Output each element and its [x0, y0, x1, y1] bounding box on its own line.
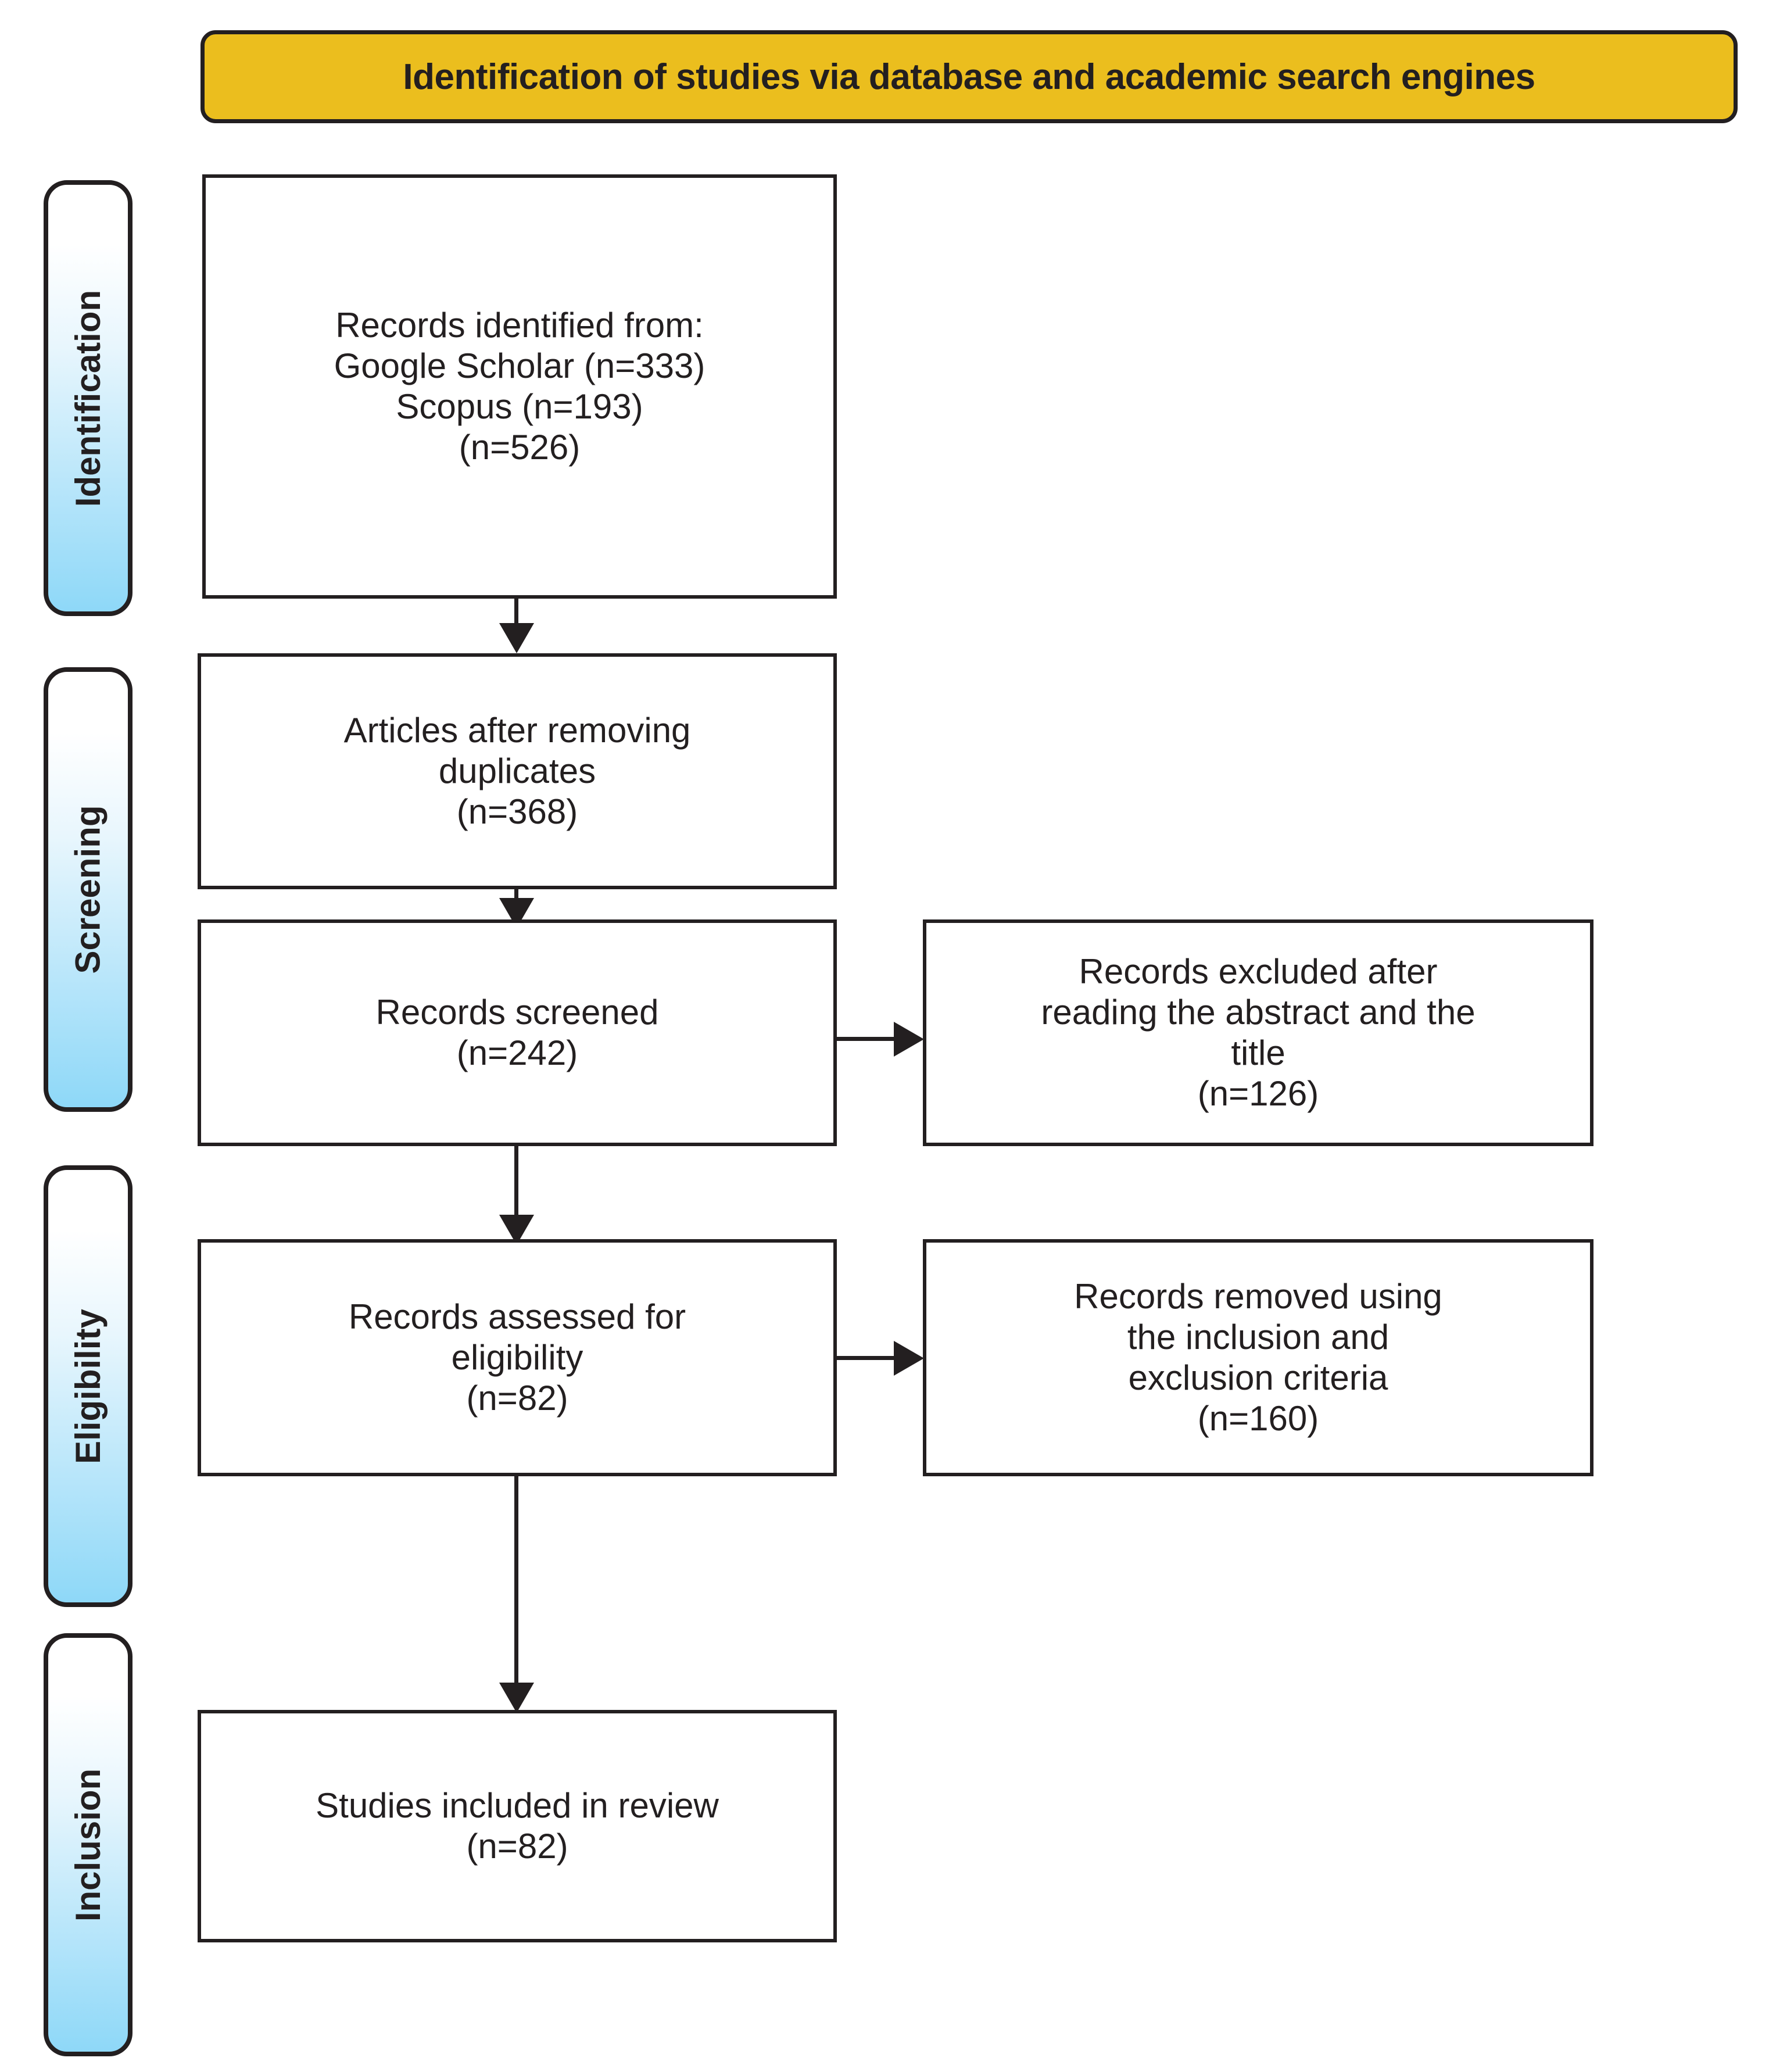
stage-label-identification: Identification	[69, 289, 108, 507]
stage-tab-inclusion: Inclusion	[44, 1633, 133, 2056]
connector-screened-to-excluded-arrow	[894, 1022, 924, 1057]
box-studies-included: Studies included in review (n=82)	[198, 1710, 837, 1942]
stage-tab-screening: Screening	[44, 667, 133, 1112]
box-records-identified-text: Records identified from: Google Scholar …	[334, 305, 706, 467]
banner-title: Identification of studies via database a…	[403, 56, 1535, 97]
connector-screened-to-excluded-line	[837, 1037, 918, 1041]
box-articles-after-duplicates: Articles after removing duplicates (n=36…	[198, 653, 837, 889]
diagram-header-banner: Identification of studies via database a…	[200, 30, 1738, 123]
box-records-excluded-abstract-title: Records excluded after reading the abstr…	[923, 919, 1593, 1146]
stage-label-inclusion: Inclusion	[69, 1768, 108, 1921]
box-records-screened-text: Records screened (n=242)	[375, 992, 659, 1072]
box-records-excluded-abstract-title-text: Records excluded after reading the abstr…	[1041, 951, 1476, 1114]
stage-label-eligibility: Eligibility	[69, 1308, 108, 1464]
box-records-removed-criteria: Records removed using the inclusion and …	[923, 1239, 1593, 1476]
stage-label-screening: Screening	[69, 805, 108, 974]
box-articles-after-duplicates-text: Articles after removing duplicates (n=36…	[343, 710, 691, 832]
box-records-assessed-eligibility-text: Records assessed for eligibility (n=82)	[348, 1297, 686, 1418]
connector-screened-to-assessed-line	[514, 1146, 518, 1228]
connector-assessed-to-included-arrow	[499, 1683, 534, 1713]
box-records-screened: Records screened (n=242)	[198, 919, 837, 1146]
stage-tab-identification: Identification	[44, 180, 133, 616]
connector-assessed-to-removed-arrow	[894, 1341, 924, 1376]
box-studies-included-text: Studies included in review (n=82)	[316, 1785, 719, 1866]
connector-identified-to-dedup-arrow	[499, 623, 534, 653]
stage-tab-eligibility: Eligibility	[44, 1165, 133, 1607]
box-records-identified: Records identified from: Google Scholar …	[202, 174, 837, 599]
box-records-removed-criteria-text: Records removed using the inclusion and …	[1074, 1276, 1442, 1438]
connector-assessed-to-removed-line	[837, 1356, 918, 1360]
connector-identified-to-dedup-line	[514, 599, 518, 639]
box-records-assessed-eligibility: Records assessed for eligibility (n=82)	[198, 1239, 837, 1476]
connector-assessed-to-included-line	[514, 1476, 518, 1703]
